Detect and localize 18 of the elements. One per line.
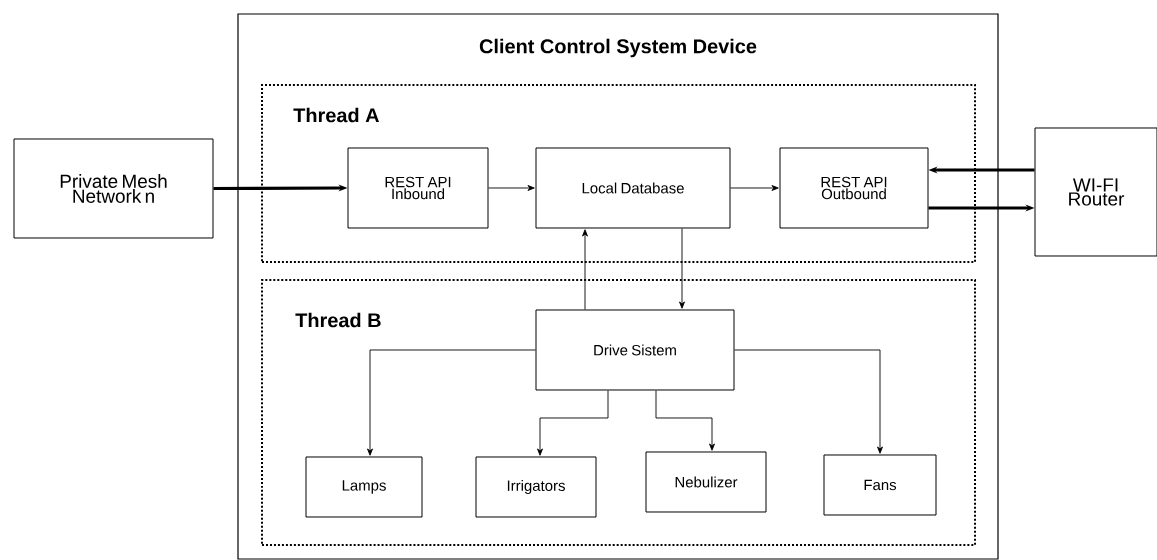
device-box: Fans xyxy=(823,454,937,516)
network-box: Private Mesh Network n xyxy=(13,138,214,239)
arrow xyxy=(488,185,535,191)
device-box: Lamps xyxy=(305,456,423,518)
device-box: Irrigators xyxy=(475,456,597,518)
arrow xyxy=(537,390,609,456)
process-box: Drive Sistem xyxy=(535,309,735,391)
arrow xyxy=(655,390,715,451)
arrow xyxy=(367,349,536,456)
arrow xyxy=(734,349,883,454)
arrow xyxy=(730,185,779,191)
api-box: REST API Inbound xyxy=(347,147,489,229)
arrow xyxy=(582,229,588,310)
router-box: WI-FI Router xyxy=(1034,127,1157,257)
api-box: REST API Outbound xyxy=(779,147,929,229)
arrow xyxy=(679,228,685,309)
database-box: Local Database xyxy=(535,147,731,229)
device-box: Nebulizer xyxy=(645,451,767,513)
